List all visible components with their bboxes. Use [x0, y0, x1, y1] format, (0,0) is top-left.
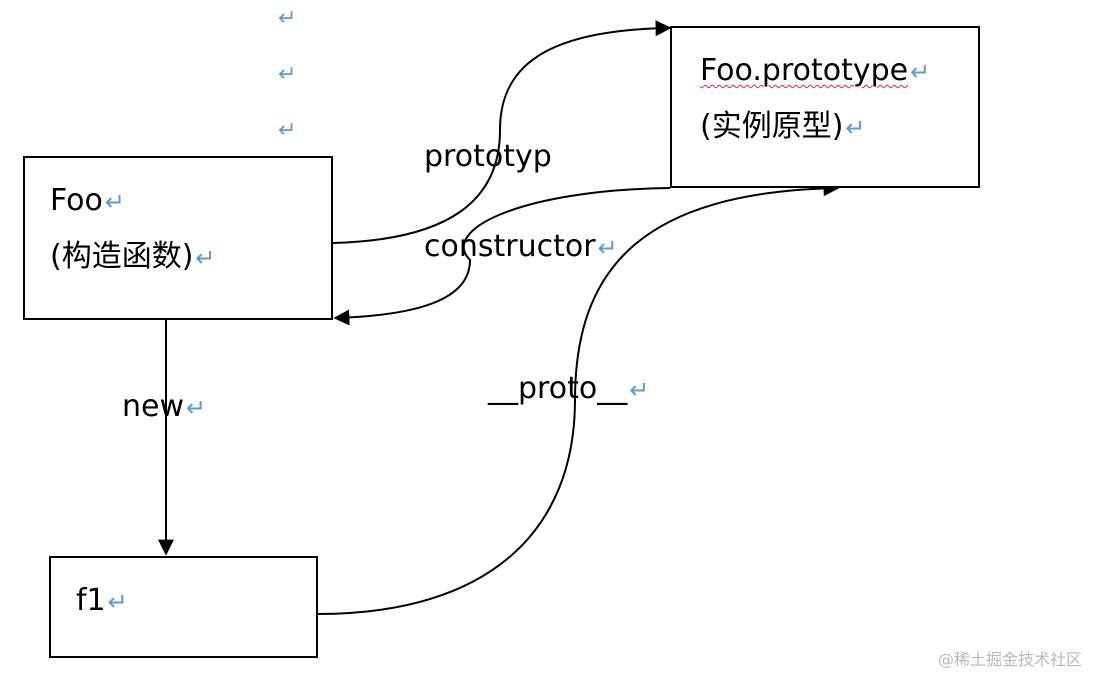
- constructor-edge-label: constructor↵: [424, 232, 618, 262]
- prototype-node-title: Foo.prototype↵: [700, 56, 930, 86]
- f1-node: [49, 556, 318, 658]
- return-mark: ↵: [278, 118, 297, 143]
- foo-node-line1: Foo: [50, 183, 103, 218]
- f1-node-title: f1↵: [76, 586, 128, 616]
- foo-node-line2: (构造函数): [50, 239, 194, 274]
- foo-node: [23, 156, 333, 320]
- prototype-edge-label-text: prototyp: [424, 139, 552, 174]
- prototype-edge: [332, 20, 672, 244]
- return-mark: ↵: [910, 58, 931, 86]
- return-mark: ↵: [107, 588, 128, 616]
- new-edge-label: new↵: [122, 392, 206, 422]
- prototype-node-line2: (实例原型): [700, 109, 844, 144]
- proto-edge: [317, 180, 840, 615]
- return-mark: ↵: [629, 376, 650, 404]
- new-edge-label-text: new: [122, 389, 185, 424]
- foo-node-title: Foo↵: [50, 186, 125, 216]
- constructor-edge: [333, 187, 671, 326]
- proto-edge-label: __proto__↵: [488, 374, 649, 404]
- return-mark: ↵: [186, 394, 207, 422]
- return-mark: ↵: [278, 62, 297, 87]
- prototype-node-subtitle: (实例原型)↵: [700, 112, 866, 142]
- f1-node-line1: f1: [76, 583, 106, 618]
- return-mark: ↵: [845, 114, 866, 142]
- return-mark: ↵: [597, 234, 618, 262]
- return-mark: ↵: [195, 244, 216, 272]
- prototype-node: [670, 26, 980, 188]
- foo-node-subtitle: (构造函数)↵: [50, 242, 216, 272]
- prototype-node-line1: Foo.prototype: [700, 53, 909, 88]
- proto-edge-label-text: __proto__: [488, 371, 628, 406]
- constructor-edge-label-text: constructor: [424, 229, 596, 264]
- watermark: @稀土掘金技术社区: [937, 650, 1082, 669]
- prototype-edge-label: prototyp: [424, 142, 552, 172]
- return-mark: ↵: [104, 188, 126, 216]
- return-mark: ↵: [278, 6, 297, 31]
